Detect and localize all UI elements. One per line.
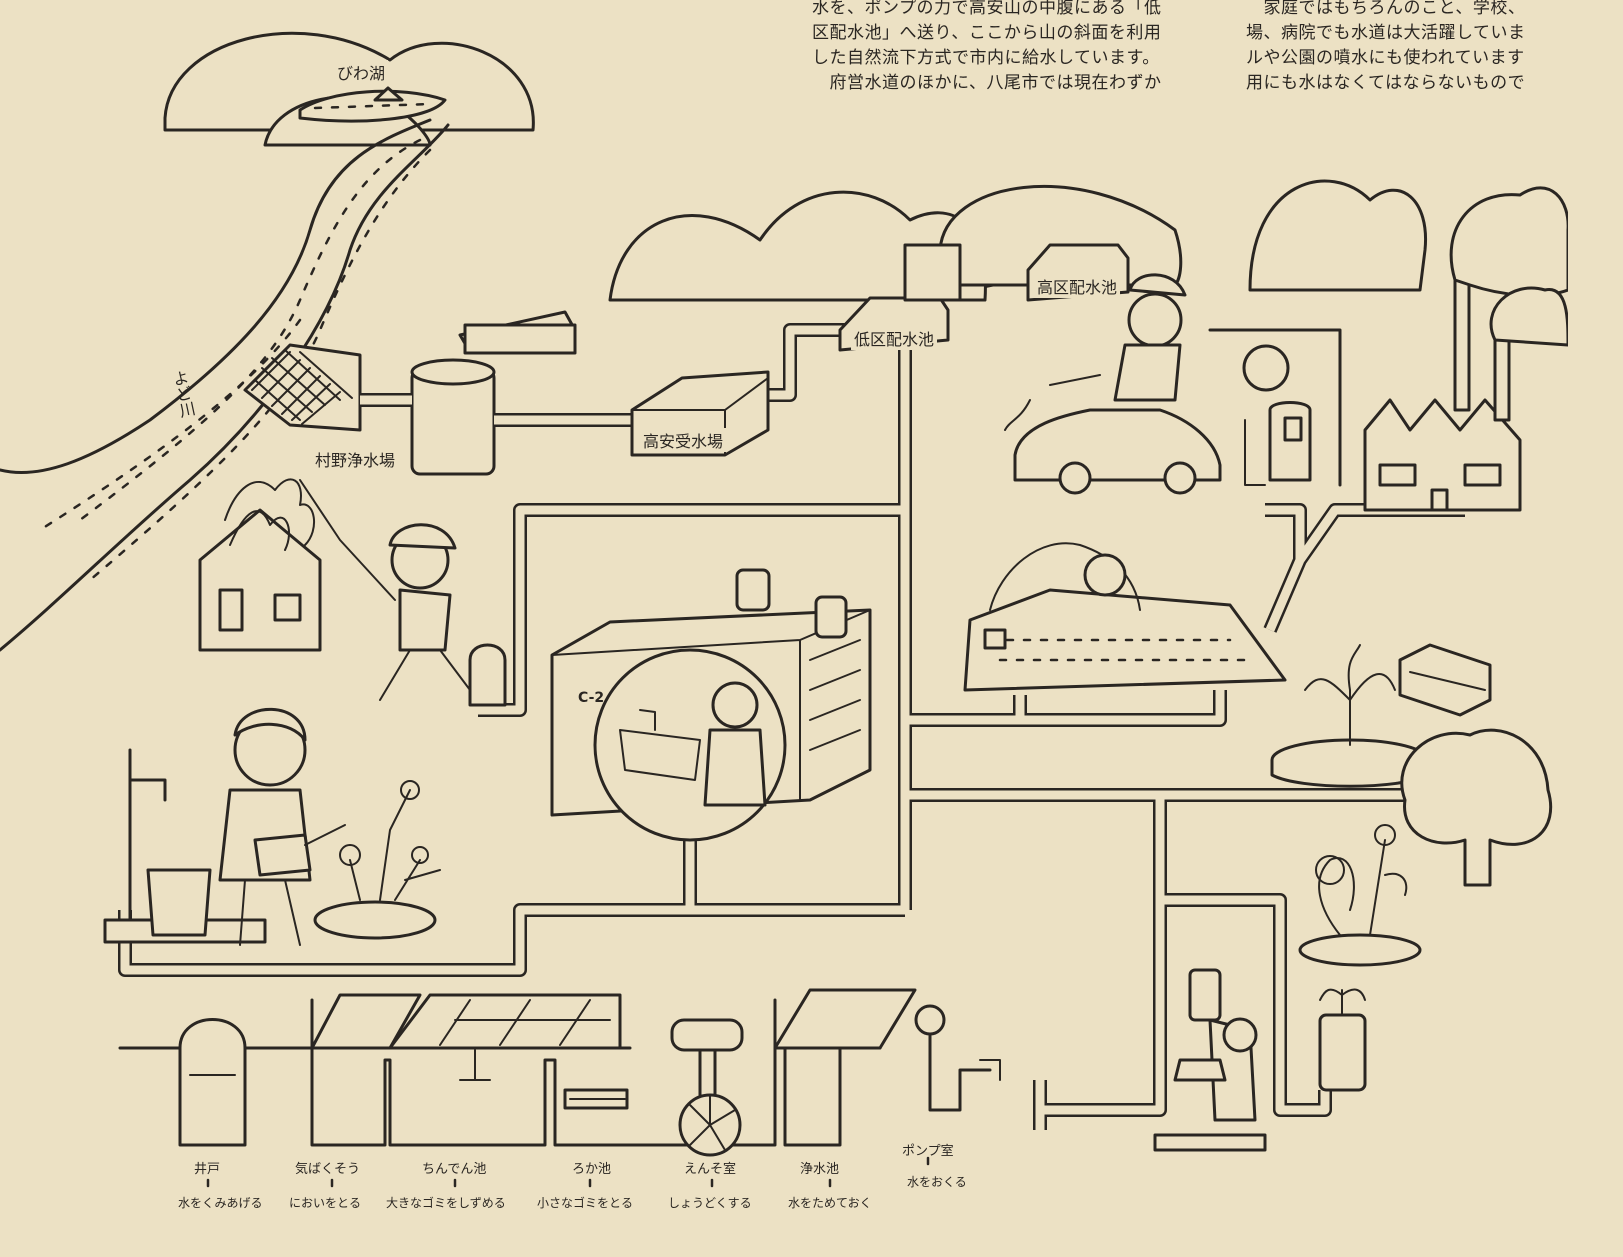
stage-desc-filtration: 小さなゴミをとる	[537, 1196, 634, 1210]
stage-desc-chlorination: しょうどくする	[668, 1196, 752, 1210]
vase-icon	[1318, 988, 1367, 1092]
murano-plant-label: 村野浄水場	[312, 447, 399, 471]
water-supply-diagram: 水を、ポンプの力で高安山の中腹にある「低 区配水池」へ送り、ここから山の斜面を利…	[0, 0, 1568, 1210]
stage-desc-well: 水をくみあげる	[178, 1196, 263, 1210]
label-connectors	[206, 1156, 930, 1192]
article-line: ルや公園の噴水にも使われています	[1246, 48, 1525, 68]
tree-icon	[1400, 728, 1553, 887]
rose-icon	[1298, 824, 1422, 967]
stage-name-chlorination: えんそ室	[684, 1162, 737, 1177]
chimney-smoke-icon	[1449, 186, 1568, 422]
fire-hydrant-icon	[468, 643, 507, 707]
stage-name-clear-well: 浄水池	[800, 1162, 840, 1177]
factory-icon	[1248, 179, 1522, 512]
article-line: した自然流下方式で市内に給水しています。	[812, 48, 1160, 68]
stage-name-well: 井戸	[194, 1162, 221, 1177]
stage-desc-pump-room: 水をおくる	[907, 1175, 967, 1189]
article-line: 用にも水はなくてはならないもので	[1246, 73, 1526, 93]
high-reservoir-label: 高区配水池	[1034, 274, 1121, 298]
car-wash-icon	[1004, 273, 1222, 495]
article-line: 区配水池」へ送り、ここから山の斜面を利用	[812, 23, 1162, 43]
stage-name-pump-room: ポンプ室	[902, 1144, 954, 1159]
article-line: 場、病院でも水道は大活躍していま	[1246, 23, 1526, 43]
stage-desc-clear-well: 水をためておく	[788, 1196, 872, 1210]
stage-name-aeration: 気ばくそう	[295, 1162, 361, 1177]
article-column-1: 水を、ポンプの力で高安山の中腹にある「低 区配水池」へ送り、ここから山の斜面を利…	[812, 0, 1162, 96]
stage-name-sedimentation: ちんでん池	[422, 1162, 487, 1177]
diagram-canvas	[0, 31, 1568, 1192]
treatment-section	[118, 988, 1001, 1157]
stage-name-filtration: ろか池	[572, 1162, 612, 1177]
article-column-2: 家庭ではもちろんのこと、学校、 場、病院でも水道は大活躍していま ルや公園の噴水…	[1246, 0, 1526, 96]
bench-icon	[1398, 643, 1492, 717]
girl-icon	[218, 707, 312, 946]
bucket-icon	[146, 868, 212, 937]
flower-bed-icon	[313, 780, 441, 940]
cabinet-tag: C-2	[578, 690, 605, 706]
treatment-plant-icon	[243, 310, 577, 476]
microscope-icon	[1153, 968, 1267, 1152]
gas-pump-icon	[1208, 328, 1342, 487]
lake-icon	[298, 86, 447, 123]
article-line: 府営水道のほかに、八尾市では現在わずか	[812, 73, 1162, 93]
article-line: 水を、ポンプの力で高安山の中腹にある「低	[812, 0, 1162, 18]
low-reservoir-label: 低区配水池	[851, 326, 938, 350]
house-fire-icon	[198, 478, 322, 652]
watering-can-icon	[253, 824, 346, 877]
takayasu-station-label: 高安受水場	[640, 428, 727, 452]
stage-desc-aeration: においをとる	[289, 1196, 362, 1210]
firefighter-icon	[299, 479, 471, 701]
article-line: 家庭ではもちろんのこと、学校、	[1246, 0, 1526, 18]
mountain-icon	[163, 31, 535, 147]
pool-icon	[963, 542, 1287, 692]
lake-label: びわ湖	[334, 60, 389, 84]
stage-desc-sedimentation: 大きなゴミをしずめる	[386, 1196, 506, 1210]
fountain-icon	[1270, 644, 1430, 788]
sink-icon	[593, 648, 787, 842]
